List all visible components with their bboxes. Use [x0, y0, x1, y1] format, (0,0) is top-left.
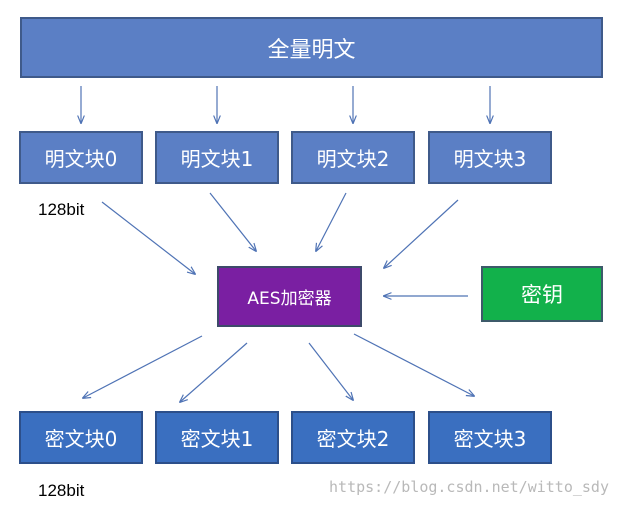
cipher-block-label: 密文块2 [316, 427, 390, 451]
aes-encryptor-box: AES加密器 [217, 266, 362, 327]
arrow-block-2-to-aes [316, 192, 347, 251]
plain-block-label: 明文块3 [453, 147, 527, 171]
plaintext-label: 全量明文 [267, 37, 356, 63]
plain-block-label: 明文块1 [180, 147, 254, 171]
plain-block-label: 明文块0 [44, 147, 118, 171]
cipher-block-label: 密文块1 [180, 427, 254, 451]
block-size-label-top: 128bit [38, 200, 85, 219]
plaintext-box: 全量明文 [20, 17, 603, 78]
arrow-block-3-to-aes [384, 199, 459, 268]
cipher-block-2: 密文块2 [291, 411, 415, 464]
watermark-url: https://blog.csdn.net/witto_sdy [329, 478, 609, 496]
cipher-block-label: 密文块3 [453, 427, 527, 451]
arrow-block-1-to-aes [209, 192, 256, 251]
plain-block-3: 明文块3 [428, 131, 552, 184]
key-label: 密钥 [521, 283, 563, 307]
plain-block-2: 明文块2 [291, 131, 415, 184]
cipher-block-3: 密文块3 [428, 411, 552, 464]
plain-block-label: 明文块2 [316, 147, 390, 171]
plain-block-1: 明文块1 [155, 131, 279, 184]
arrow-aes-to-cipher-1 [180, 342, 248, 402]
arrow-aes-to-cipher-3 [353, 333, 474, 396]
aes-encryptor-label: AES加密器 [247, 289, 332, 309]
block-size-label-bottom: 128bit [38, 481, 85, 500]
plain-block-0: 明文块0 [19, 131, 143, 184]
arrow-block-0-to-aes [101, 201, 195, 274]
key-box: 密钥 [481, 266, 603, 322]
cipher-block-0: 密文块0 [19, 411, 143, 464]
arrow-aes-to-cipher-2 [308, 342, 353, 400]
arrow-aes-to-cipher-0 [83, 335, 203, 398]
cipher-block-label: 密文块0 [44, 427, 118, 451]
cipher-block-1: 密文块1 [155, 411, 279, 464]
